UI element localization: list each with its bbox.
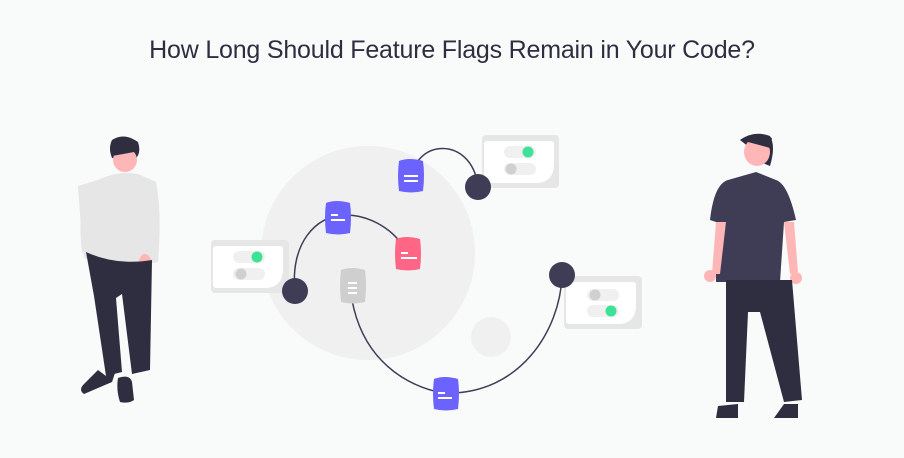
node-circle bbox=[465, 174, 491, 200]
background-circle bbox=[261, 146, 475, 360]
toggle-on-knob bbox=[522, 146, 534, 158]
toggle-off-knob bbox=[589, 289, 601, 301]
toggle-panel-bottom-right[interactable] bbox=[564, 276, 642, 329]
person-left-illustration bbox=[78, 136, 160, 403]
document-icon-purple-top bbox=[398, 159, 424, 193]
toggle-panel-top-right[interactable] bbox=[482, 135, 559, 188]
document-icon-red bbox=[395, 237, 421, 271]
document-icon-purple-mid bbox=[325, 201, 351, 235]
person-right-illustration bbox=[704, 133, 802, 418]
document-icon-gray bbox=[340, 268, 366, 304]
toggle-off-knob bbox=[235, 268, 247, 280]
toggle-panel-left[interactable] bbox=[211, 240, 289, 293]
node-circle bbox=[282, 278, 308, 304]
toggle-on-knob bbox=[605, 305, 617, 317]
small-background-circle bbox=[471, 317, 511, 357]
document-icon-purple-bottom bbox=[433, 377, 459, 411]
toggle-on-knob bbox=[251, 251, 263, 263]
page-title: How Long Should Feature Flags Remain in … bbox=[149, 36, 755, 64]
toggle-off-knob bbox=[505, 163, 517, 175]
node-circle bbox=[549, 262, 575, 288]
